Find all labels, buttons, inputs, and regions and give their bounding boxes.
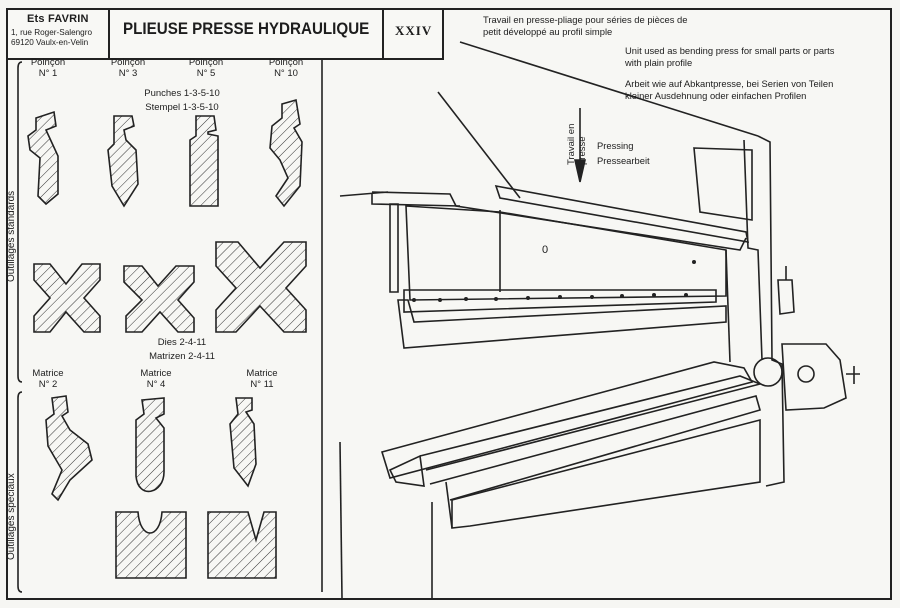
die-4-block	[123, 265, 195, 333]
special-die-4	[115, 511, 187, 579]
plate-number: XXIV	[395, 23, 433, 38]
special-die-11	[207, 511, 277, 579]
company-address-line-2: 69120 Vaulx-en-Velin	[11, 38, 89, 47]
special-punch-4	[135, 397, 165, 493]
pressing-label-de: Pressearbeit	[597, 155, 650, 166]
dies-caption-de: Matrizen 2-4-11	[149, 351, 215, 362]
punch-3-profile	[107, 115, 139, 208]
description-en-2: with plain profile	[625, 57, 693, 68]
description-de-2: kleiner Ausdehnung oder einfachen Profil…	[625, 90, 807, 101]
description-de-1: Arbeit wie auf Abkantpresse, bei Serien …	[625, 78, 834, 89]
pressing-label-en: Pressing	[597, 140, 634, 151]
plate-number-box	[382, 8, 444, 60]
special-punch-11	[229, 397, 257, 488]
dies-caption-en: Dies 2-4-11	[157, 337, 207, 348]
ram-bolt-holes	[412, 260, 696, 302]
ram-marking: 0	[542, 244, 549, 256]
special-punch-2	[45, 395, 93, 502]
description-fr-2: petit développé au profil simple	[483, 26, 613, 37]
title-box	[108, 8, 384, 60]
page-title: PLIEUSE PRESSE HYDRAULIQUE	[123, 20, 370, 38]
press-brake-drawing	[339, 41, 860, 599]
punches-caption-en: Punches 1-3-5-10	[144, 88, 220, 99]
die-11-block	[215, 241, 307, 333]
tooling-brackets	[17, 60, 323, 593]
company-box	[6, 8, 110, 60]
punch-10-profile	[269, 98, 303, 208]
description-fr-1: Travail en presse-pliage pour séries de …	[483, 14, 688, 25]
punch-1-profile	[27, 110, 59, 206]
punches-caption-de: Stempel 1-3-5-10	[145, 102, 219, 113]
company-name: Ets FAVRIN	[27, 13, 89, 25]
die-2-block	[33, 263, 101, 333]
company-address-line-1: 1, rue Roger-Salengro	[11, 28, 93, 37]
description-en-1: Unit used as bending press for small par…	[625, 45, 835, 56]
punch-5-profile	[189, 115, 219, 207]
